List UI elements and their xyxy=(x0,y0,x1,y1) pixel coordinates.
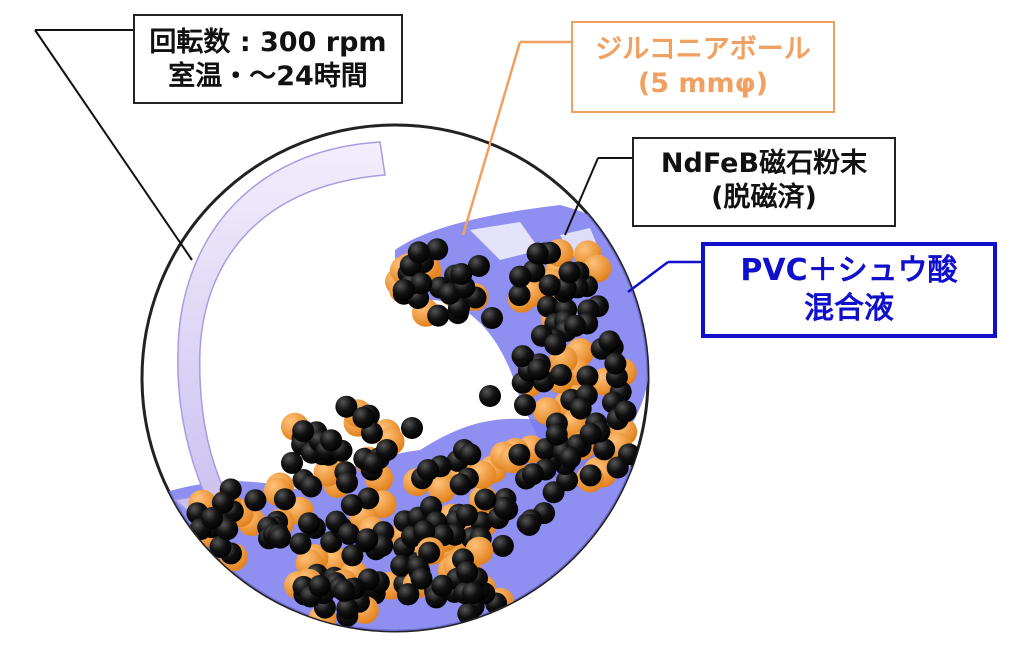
ndfeb-particle xyxy=(289,532,312,555)
ndfeb-particle xyxy=(244,489,267,512)
ndfeb-particle xyxy=(341,544,364,567)
ndfeb-particle xyxy=(410,567,433,590)
ndfeb-powder-label: NdFeB磁石粉末 (脱磁済) xyxy=(632,137,896,227)
pvc-mixture-type: 混合液 xyxy=(804,290,894,326)
zirconia-ball xyxy=(583,254,612,283)
ndfeb-particle xyxy=(320,429,343,452)
ndfeb-particle xyxy=(549,364,572,386)
zirconia-ball-size: (5 mmφ) xyxy=(637,67,769,99)
ndfeb-particle xyxy=(604,352,627,375)
ndfeb-particle xyxy=(579,464,602,487)
ndfeb-particle xyxy=(410,272,433,295)
ndfeb-particle xyxy=(362,452,385,475)
zirconia-ball-label: ジルコニアボール (5 mmφ) xyxy=(571,21,835,113)
ndfeb-particle xyxy=(269,526,292,549)
ndfeb-particle xyxy=(426,238,449,261)
ndfeb-particle xyxy=(333,579,356,602)
ndfeb-particle xyxy=(545,423,568,446)
ndfeb-particle xyxy=(559,446,582,469)
temperature-time-text: 室温・〜24時間 xyxy=(168,60,368,92)
ndfeb-particle xyxy=(335,395,358,418)
ndfeb-particle xyxy=(281,451,303,474)
ndfeb-particle xyxy=(508,284,531,307)
ndfeb-particle xyxy=(593,438,616,461)
ndfeb-particle xyxy=(308,575,331,597)
pvc-mixture-label: PVC＋シュウ酸 混合液 xyxy=(701,242,997,338)
ndfeb-particle xyxy=(392,279,415,302)
ndfeb-particle xyxy=(508,443,531,466)
ndfeb-particle xyxy=(413,520,436,543)
ndfeb-particle xyxy=(493,496,516,519)
ndfeb-particle xyxy=(390,554,413,577)
ndfeb-particle xyxy=(298,512,320,535)
ndfeb-particle xyxy=(614,400,637,423)
ndfeb-particle xyxy=(352,406,375,429)
ndfeb-particle xyxy=(357,487,380,510)
ndfeb-particle xyxy=(417,459,439,481)
ndfeb-particle xyxy=(201,507,223,529)
ndfeb-particle xyxy=(514,394,536,416)
ndfeb-particle xyxy=(337,522,360,545)
ndfeb-particle xyxy=(474,488,497,511)
ndfeb-particle xyxy=(397,583,419,606)
ndfeb-powder-name: NdFeB磁石粉末 xyxy=(660,148,868,179)
ndfeb-particle xyxy=(576,365,599,388)
ndfeb-particle xyxy=(481,307,503,329)
ndfeb-particle xyxy=(407,241,430,264)
zirconia-ball xyxy=(313,458,342,487)
ndfeb-particle xyxy=(544,333,567,356)
ndfeb-particle xyxy=(456,560,479,583)
ndfeb-particle xyxy=(518,513,541,536)
ndfeb-particle xyxy=(558,261,581,284)
ndfeb-particle xyxy=(449,473,472,496)
ball-and-powder-layer xyxy=(186,238,640,631)
ndfeb-particle xyxy=(336,471,358,494)
ndfeb-particle xyxy=(542,481,565,504)
ndfeb-particle xyxy=(509,265,532,288)
ndfeb-particle xyxy=(209,535,232,558)
ndfeb-particle xyxy=(564,314,587,337)
ndfeb-particle xyxy=(300,475,323,498)
ndfeb-particle xyxy=(336,597,359,620)
ndfeb-particle xyxy=(431,574,454,597)
pvc-mixture-name: PVC＋シュウ酸 xyxy=(740,253,958,288)
ndfeb-particle xyxy=(467,255,490,277)
ndfeb-particle xyxy=(211,491,234,514)
ndfeb-particle xyxy=(356,528,379,551)
ndfeb-particle xyxy=(598,330,621,353)
ndfeb-particle xyxy=(461,582,484,605)
ndfeb-particle xyxy=(479,385,501,407)
ndfeb-particle xyxy=(537,295,559,318)
ndfeb-particle xyxy=(292,420,315,443)
ndfeb-particle xyxy=(273,488,296,511)
ndfeb-particle xyxy=(526,242,549,265)
ndfeb-particle xyxy=(522,463,544,486)
ndfeb-particle xyxy=(450,263,473,285)
ndfeb-particle xyxy=(569,397,592,420)
rotation-speed-text: 回転数 : 300 rpm xyxy=(149,27,387,58)
ndfeb-particle xyxy=(459,443,482,466)
zirconia-ball-name: ジルコニアボール xyxy=(595,34,811,65)
ndfeb-particle xyxy=(401,417,423,439)
ndfeb-particle xyxy=(340,494,363,516)
ndfeb-particle xyxy=(216,518,239,541)
ndfeb-particle xyxy=(456,504,478,526)
milling-condition-label: 回転数 : 300 rpm 室温・〜24時間 xyxy=(133,14,403,104)
ndfeb-particle xyxy=(606,456,629,479)
ndfeb-particle xyxy=(511,345,534,368)
ndfeb-particle xyxy=(427,304,450,327)
ndfeb-particle xyxy=(579,422,602,445)
ndfeb-particle xyxy=(538,274,561,297)
ndfeb-particle xyxy=(527,358,550,381)
ndfeb-powder-state: (脱磁済) xyxy=(711,181,817,213)
ndfeb-particle xyxy=(491,534,514,557)
zirconia-ball xyxy=(428,474,457,503)
ndfeb-particle xyxy=(375,439,398,461)
